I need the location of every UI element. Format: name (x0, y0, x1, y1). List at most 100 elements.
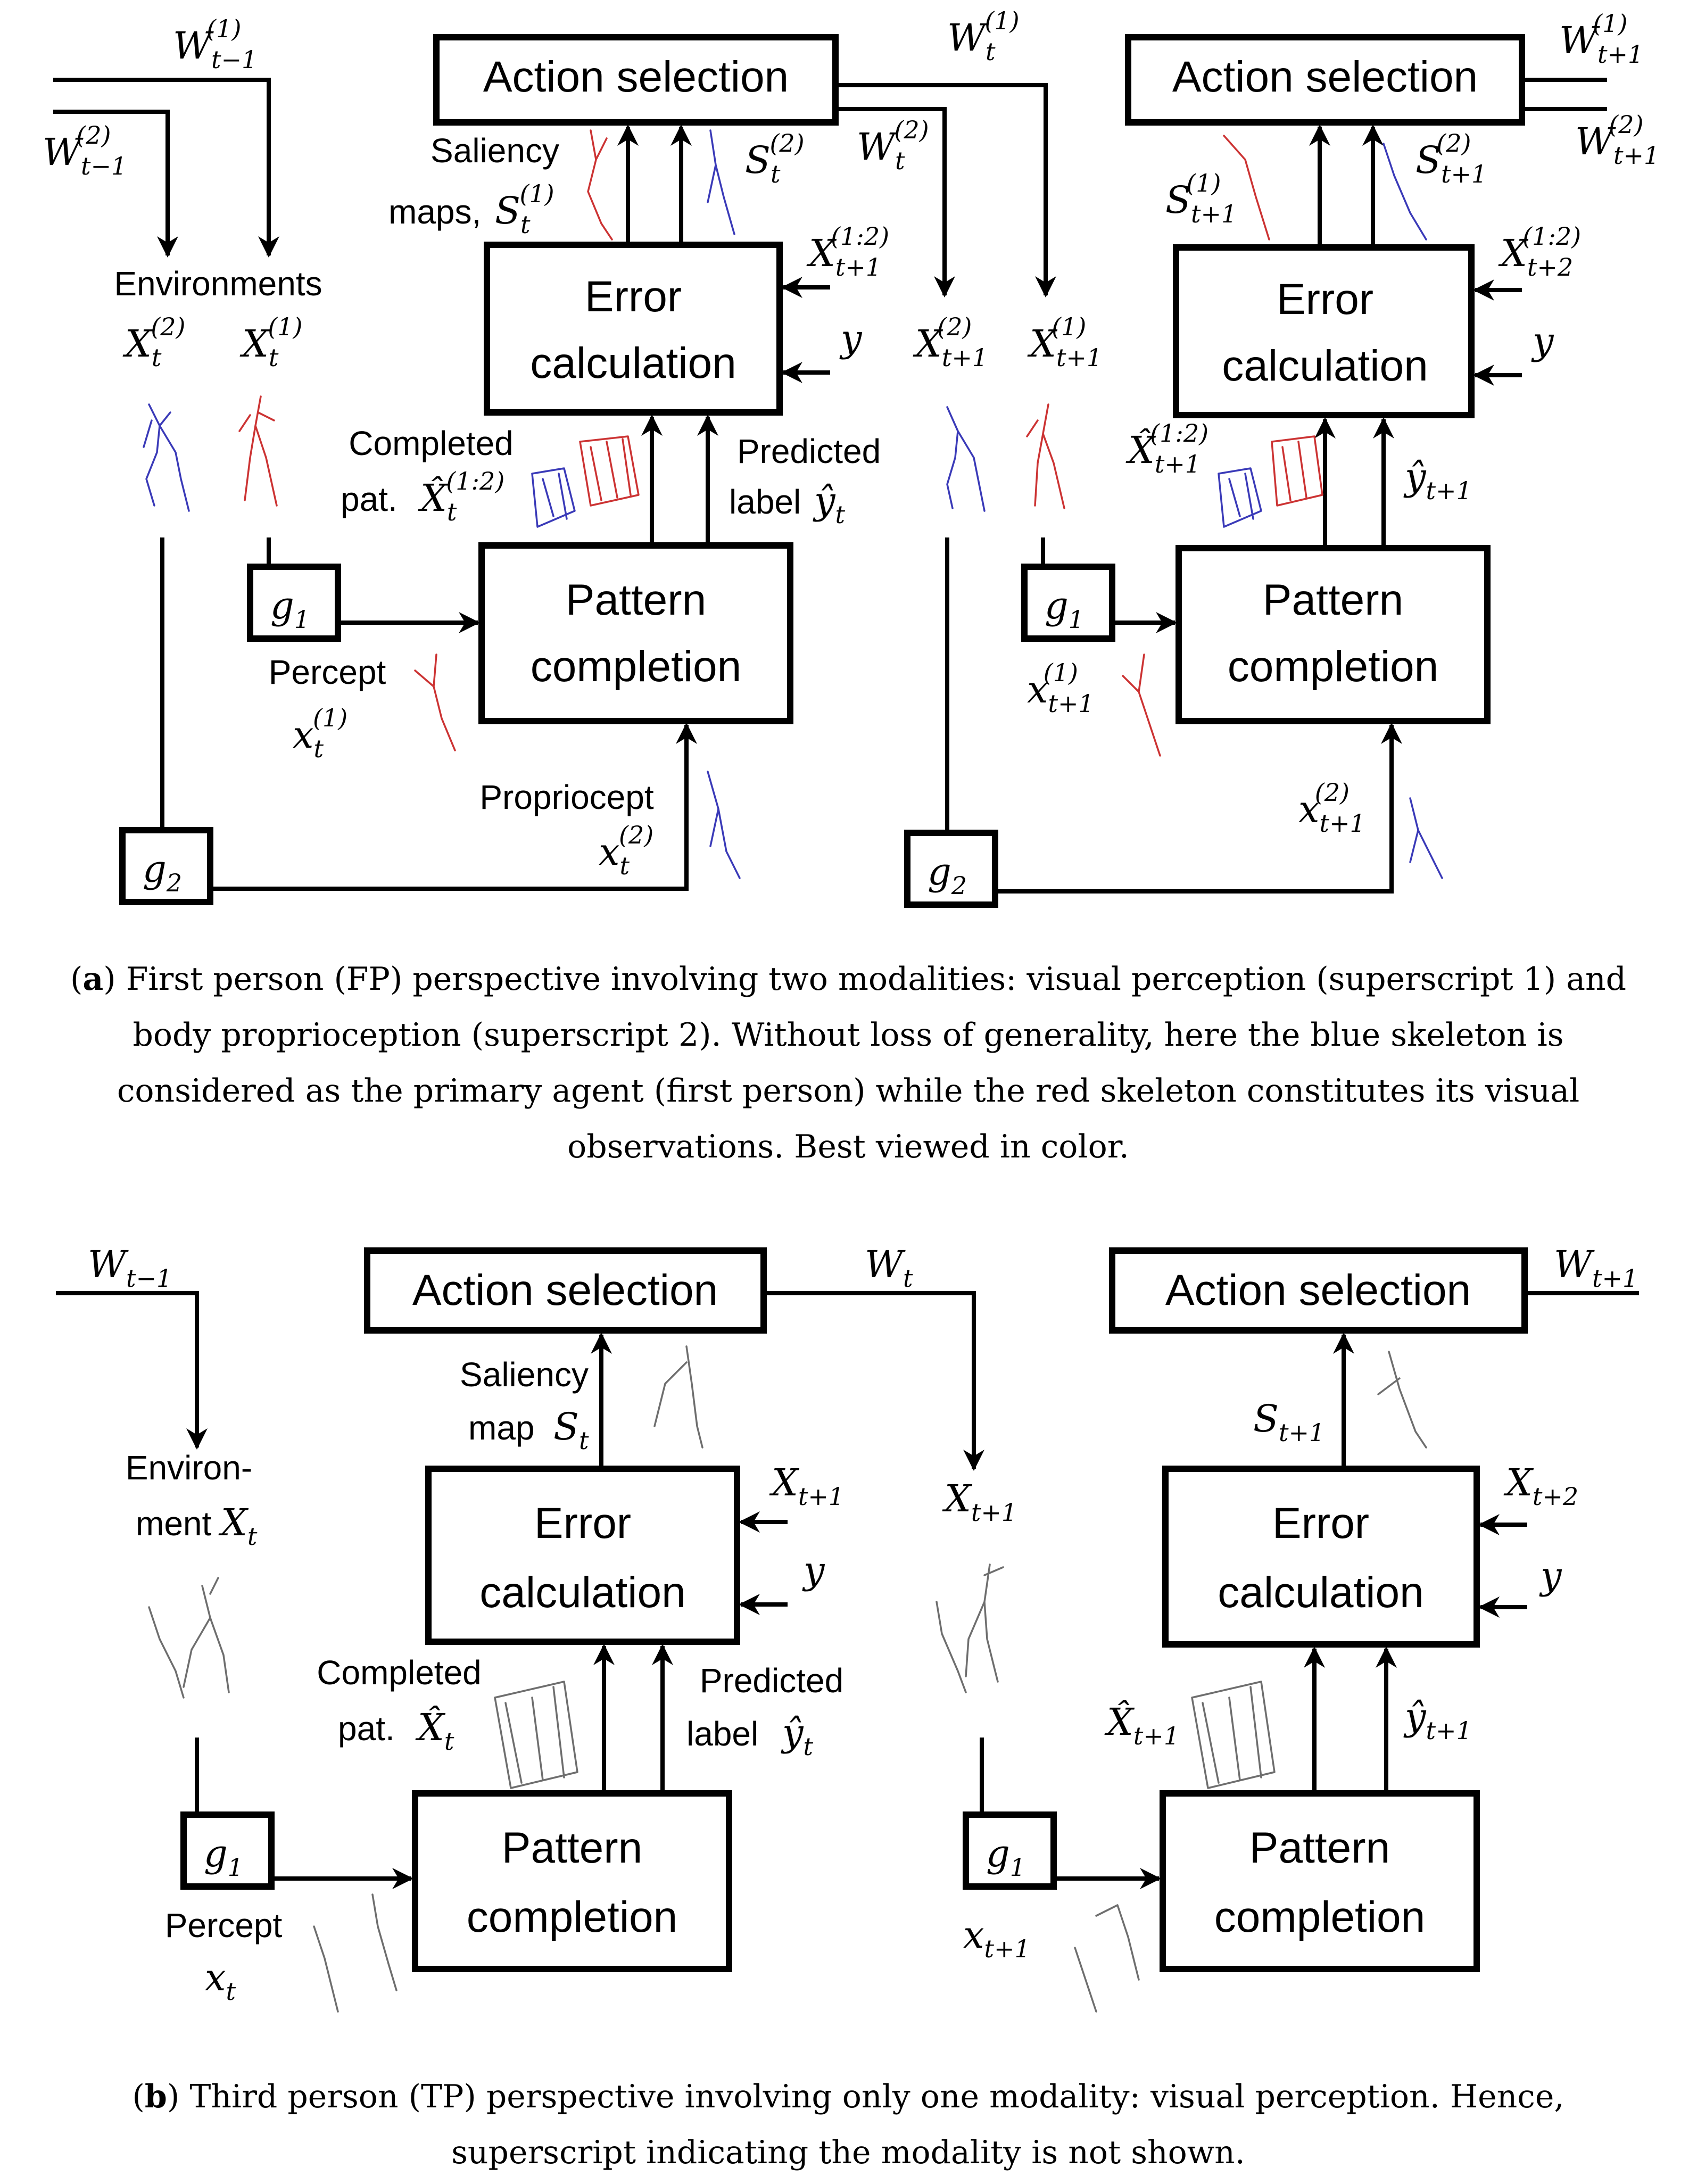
completed-pattern-sketch-b-t1 (1191, 1681, 1276, 1789)
g1-label: g1 (986, 1832, 1025, 1882)
label-W1-tm1: Wt−1(1) (173, 14, 257, 74)
percept-label: Percept (165, 1906, 283, 1945)
g1-label: g1 (204, 1832, 243, 1882)
label-S2-t: St(2) (745, 129, 805, 188)
percept-skeleton-b-t (313, 1893, 398, 2013)
label-S2-tp1: St+1(2) (1415, 129, 1487, 188)
label-y-tp1: y (1531, 319, 1554, 363)
error-label: Error (534, 1499, 631, 1548)
g1-label: g1 (270, 584, 310, 634)
g2-label: g2 (143, 847, 182, 897)
percept-skeleton-t (414, 653, 456, 751)
label-W1-tp1: Wt+1(1) (1559, 9, 1643, 69)
env-skeleton-blue-t1 (946, 406, 986, 512)
action-selection-label: Action selection (483, 53, 789, 101)
label-y-b-tp1: y (1539, 1554, 1562, 1598)
completion-label: completion (531, 642, 742, 691)
completion-label: completion (1228, 642, 1439, 691)
label-x1-t: xt(1) (293, 704, 347, 763)
action-selection-box-b-t: Action selection (364, 1247, 767, 1334)
saliency-skeleton-blue-t1 (1383, 143, 1427, 241)
g2-box-t: g2 (119, 827, 213, 905)
panel-a: Action selection Error calculation Patte… (43, 6, 1659, 1165)
completion-label: completion (467, 1893, 678, 1941)
completed-pattern-sketch-b-t (494, 1681, 578, 1789)
error-label: Error (585, 272, 682, 321)
panel-a-labels: Wt−1(1) Wt−1(2) Environments Xt(2) Xt(1)… (43, 6, 1659, 880)
label-S-tp1: St+1 (1253, 1397, 1325, 1447)
completed-pattern-sketch-t (531, 435, 640, 528)
env-skeleton-blue-t (143, 403, 190, 512)
saliency-maps-label: maps, (388, 193, 481, 231)
label-x1-tp1: xt+1(1) (1027, 658, 1094, 718)
calculation-label: calculation (1218, 1568, 1423, 1617)
panel-a-connectors (53, 78, 1607, 894)
error-label: Error (1272, 1499, 1369, 1548)
env-skeleton-red-t (238, 395, 278, 507)
label-W2-t: Wt(2) (857, 115, 929, 175)
error-calculation-box-b-t: Error calculation (425, 1466, 740, 1645)
completed-pat-label: pat. (338, 1709, 395, 1748)
pattern-label: Pattern (1249, 1824, 1390, 1872)
action-selection-box-b-t1: Action selection (1109, 1247, 1528, 1334)
label-X-tp2: Xt+2 (1503, 1461, 1578, 1511)
saliency-skeleton-b-t (653, 1345, 703, 1449)
caption-b: (b) Third person (TP) perspective involv… (133, 2078, 1564, 2171)
label-Xhat12-t: X̂t(1:2) (418, 467, 504, 526)
predicted-label-text: label (729, 483, 801, 521)
label-X-t: Xt (218, 1501, 258, 1551)
action-selection-label: Action selection (412, 1266, 718, 1314)
error-calculation-box-t1: Error calculation (1173, 244, 1475, 418)
calculation-label: calculation (530, 339, 736, 387)
label-X12-tp2: Xt+2(1:2) (1498, 222, 1581, 282)
saliency-skeleton-red-t (587, 129, 613, 241)
calculation-label: calculation (479, 1568, 685, 1617)
label-y-t: y (839, 317, 863, 360)
label-X-tp1-env: Xt+1 (942, 1477, 1017, 1527)
g1-box-t1: g1 (1021, 564, 1115, 642)
label-X1-tp1: Xt+1(1) (1027, 312, 1102, 372)
propriocept-skeleton-t (707, 771, 741, 879)
g1-label: g1 (1045, 584, 1084, 634)
pattern-completion-box-b-t1: Pattern completion (1160, 1790, 1480, 1972)
caption-b-line-1: (b) Third person (TP) perspective involv… (133, 2078, 1564, 2115)
caption-a-line-3: considered as the primary agent (first p… (117, 1072, 1579, 1110)
saliency-map-label: map (468, 1409, 535, 1447)
label-S-t: St (553, 1405, 589, 1455)
completed-pat-label: pat. (341, 480, 398, 518)
action-selection-box-t1: Action selection (1125, 34, 1525, 126)
environments-label: Environments (114, 264, 322, 303)
label-yhat-tp1: ŷt+1 (1403, 1695, 1472, 1745)
percept-skeleton-b-t1 (1074, 1904, 1140, 2013)
error-label: Error (1277, 275, 1373, 324)
panel-b: Action selection Error calculation Patte… (56, 1243, 1639, 2171)
label-S1-t: St(1) (495, 179, 554, 239)
completed-label: Completed (317, 1653, 482, 1692)
predicted-label: Predicted (737, 432, 881, 470)
panel-b-connectors (56, 1291, 1639, 1889)
environment-label-2: ment (136, 1504, 212, 1543)
g1-box-b-t1: g1 (963, 1811, 1057, 1890)
label-x-tp1: xt+1 (963, 1913, 1030, 1963)
env-skeleton-b-t1 (936, 1563, 1004, 1693)
completion-label: completion (1214, 1893, 1426, 1941)
label-yhat-tp1: ŷt+1 (1403, 455, 1472, 505)
label-S1-tp1: St+1(1) (1165, 169, 1237, 228)
pattern-label: Pattern (1263, 576, 1403, 624)
panel-b-labels: Wt−1 Wt Wt+1 Environ- ment Xt Saliency m… (88, 1243, 1638, 2006)
propriocept-label: Propriocept (479, 778, 654, 816)
error-calculation-box-t: Error calculation (484, 242, 783, 416)
error-calculation-box-b-t1: Error calculation (1162, 1466, 1480, 1648)
label-yhat-t: ŷt (781, 1711, 814, 1761)
action-selection-label: Action selection (1172, 53, 1478, 101)
pattern-label: Pattern (502, 1824, 642, 1872)
label-X12-tp1: Xt+1(1:2) (806, 222, 889, 282)
label-X2-t: Xt(2) (122, 312, 186, 372)
saliency-skeleton-blue-t (707, 129, 735, 235)
label-Xhat-t: X̂t (415, 1706, 454, 1756)
label-Xhat-tp1: X̂t+1 (1104, 1700, 1179, 1750)
predicted-label-text: label (686, 1715, 758, 1753)
g1-box-b-t: g1 (180, 1811, 275, 1890)
action-selection-label: Action selection (1165, 1266, 1471, 1314)
